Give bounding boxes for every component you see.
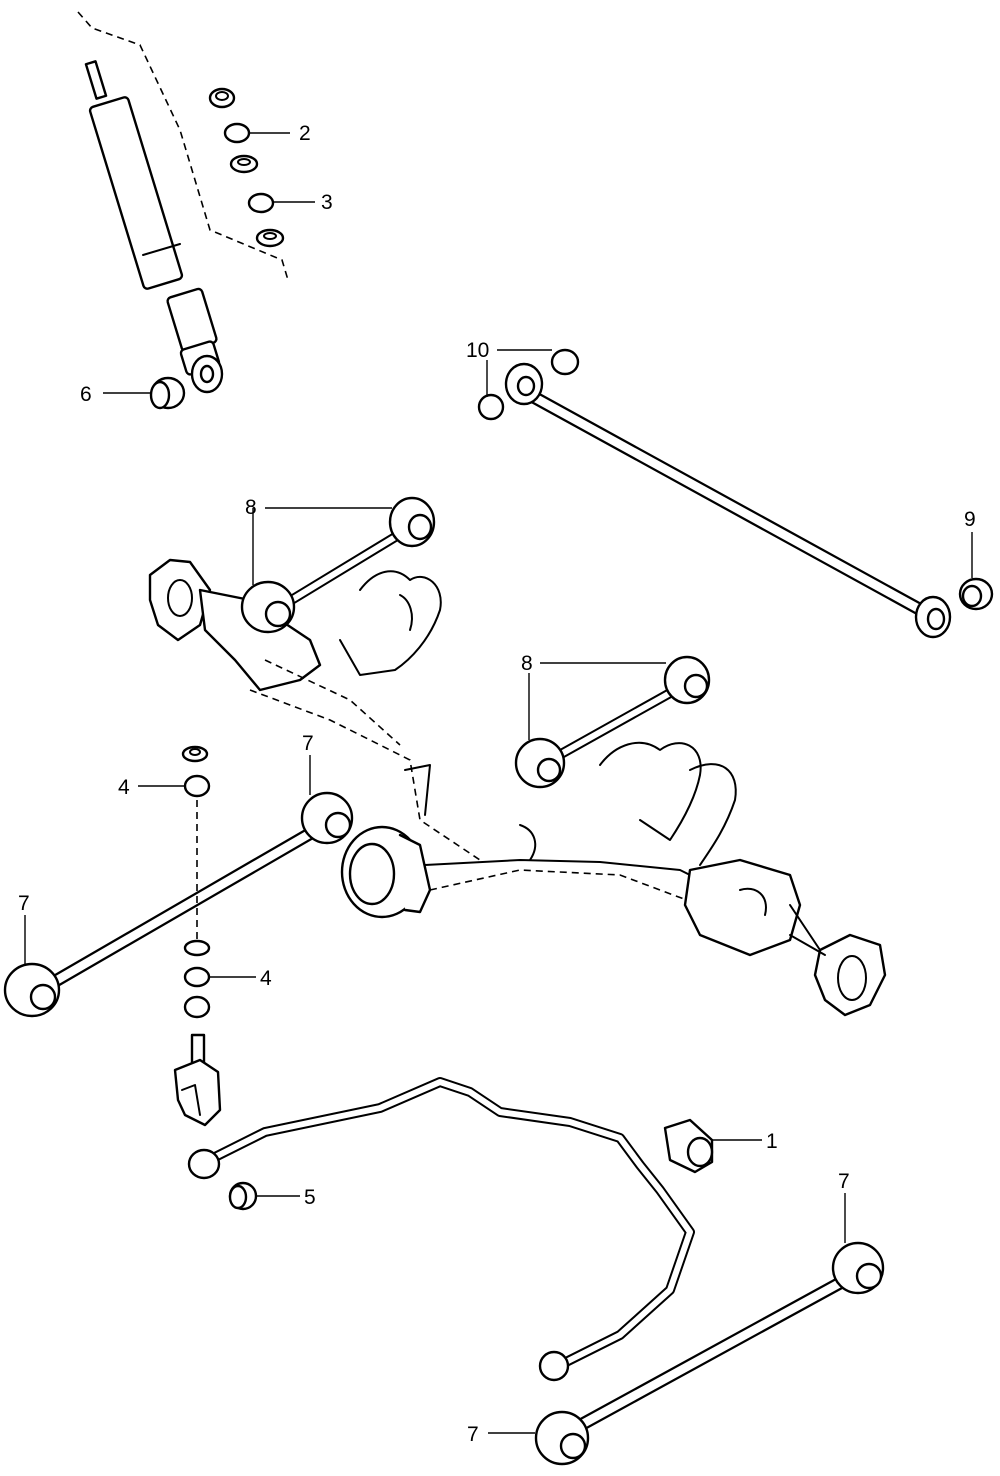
leader-lines [24, 132, 973, 1434]
shock-absorber [77, 11, 289, 394]
shock-mount-washers [208, 87, 285, 248]
callout-7-right-top: 7 [838, 1170, 850, 1193]
shock-lower-bushing [149, 376, 186, 410]
callout-1: 1 [766, 1130, 778, 1153]
stabilizer-bar-bushing [228, 1181, 258, 1211]
lateral-rod [504, 362, 952, 639]
callout-7-left: 7 [18, 892, 30, 915]
callout-8-top: 8 [245, 496, 257, 519]
stabilizer-bar-bracket [663, 1118, 714, 1174]
callout-6: 6 [80, 383, 92, 406]
callout-4-lower: 4 [260, 967, 272, 990]
callout-7-left-top: 7 [302, 732, 314, 755]
stabilizer-bar [187, 1077, 695, 1382]
lower-control-arm-right [534, 1241, 885, 1466]
callout-numbers: 2 3 6 10 9 8 8 7 7 4 4 5 1 7 7 [18, 122, 976, 1446]
rear-axle-housing [148, 558, 887, 1017]
stabilizer-link-washers [181, 745, 211, 1019]
callout-7-right-bottom: 7 [467, 1423, 479, 1446]
stabilizer-link [173, 1033, 222, 1127]
lateral-rod-bushings [477, 348, 994, 611]
callout-5: 5 [304, 1186, 316, 1209]
lower-control-arm-left [3, 791, 354, 1018]
callout-4-upper: 4 [118, 776, 130, 799]
upper-control-arm-left [240, 496, 436, 634]
callout-2: 2 [299, 122, 311, 145]
callout-10: 10 [466, 339, 489, 362]
upper-control-arm-right [514, 655, 711, 789]
callout-8-mid: 8 [521, 652, 533, 675]
callout-3: 3 [321, 191, 333, 214]
callout-9: 9 [964, 508, 976, 531]
